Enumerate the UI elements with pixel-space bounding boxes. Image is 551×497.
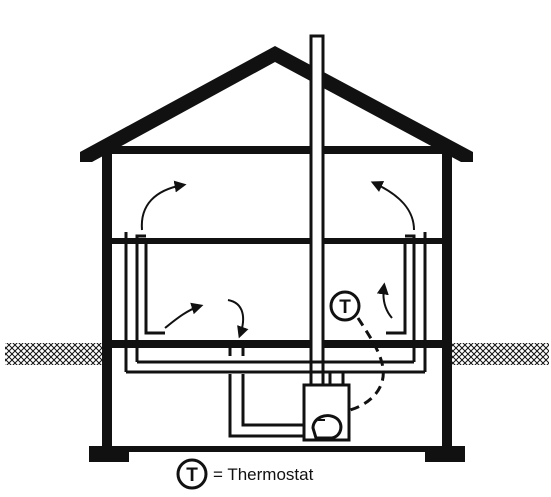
legend-label: = Thermostat xyxy=(213,465,314,484)
legend-thermostat-icon xyxy=(176,458,208,490)
legend: T = Thermostat xyxy=(176,458,314,490)
airflow-arrows xyxy=(140,180,415,339)
curved-arrow-icon xyxy=(370,181,415,231)
ground-left xyxy=(5,343,104,365)
thermostat-symbol: T xyxy=(339,297,351,318)
thermostat-icon: T xyxy=(329,290,361,322)
legend-symbol: T xyxy=(186,465,198,486)
chimney-flue xyxy=(309,34,325,403)
curved-arrow-icon xyxy=(140,180,187,231)
curved-arrow-icon xyxy=(164,302,204,329)
curved-arrow-icon xyxy=(376,282,393,319)
room-lines xyxy=(144,241,407,315)
exterior-walls xyxy=(89,152,465,462)
roof xyxy=(80,46,473,162)
thermostat-wire xyxy=(349,317,385,412)
furnace-icon xyxy=(302,383,351,442)
curved-arrow-icon xyxy=(227,299,249,339)
ground-right xyxy=(452,343,549,365)
duct-system xyxy=(124,232,427,438)
